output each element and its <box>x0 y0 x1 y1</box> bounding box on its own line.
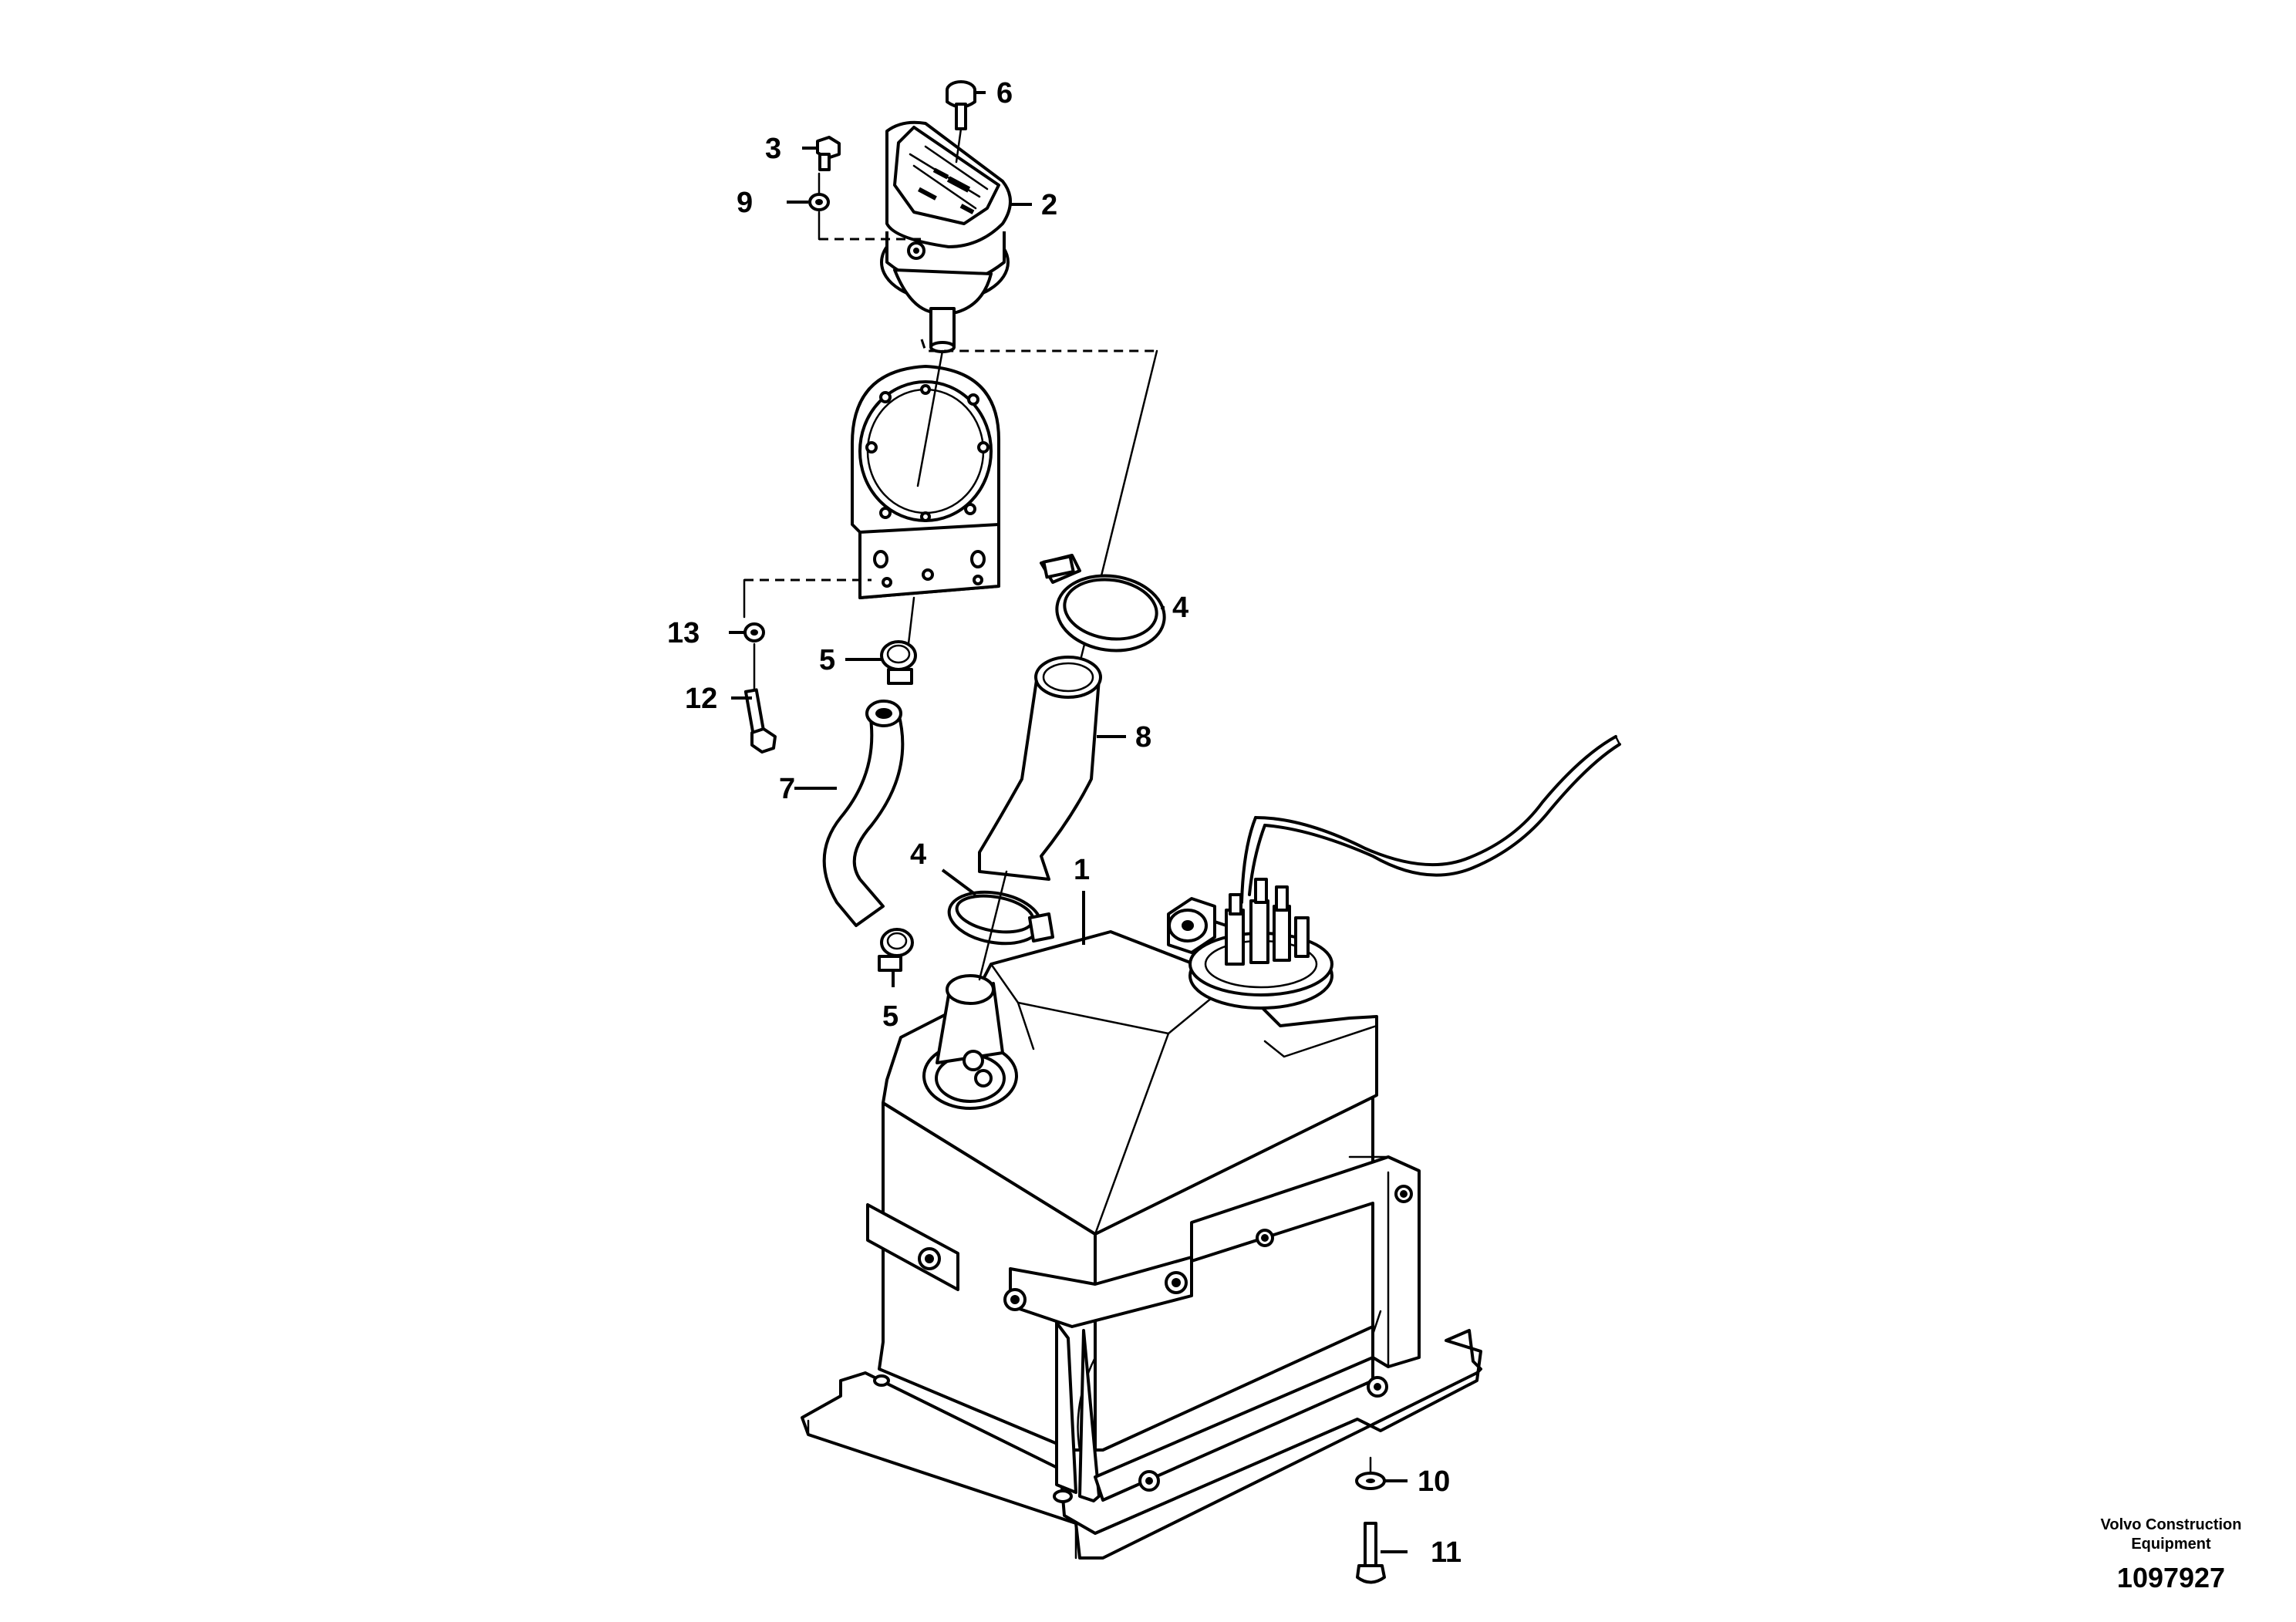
base-bolt <box>1356 1522 1386 1584</box>
callout-7: 7 <box>779 773 795 805</box>
breather-hose <box>822 700 905 927</box>
credit-company-line2: Equipment <box>2131 1536 2211 1553</box>
filler-cap <box>880 120 1012 353</box>
callout-11: 9 <box>737 187 753 219</box>
lower-large-clamp <box>947 890 1054 946</box>
callout-leaders <box>729 91 1408 1553</box>
drawing-credit: Volvo Construction Equipment 1097927 <box>2101 1516 2242 1593</box>
callout-13: 13 <box>667 617 700 649</box>
filler-neck <box>922 974 1018 1110</box>
front-mounting-strap <box>866 1203 1193 1502</box>
callout-4-lower: 4 <box>910 838 926 871</box>
callout-5-lower: 5 <box>882 1000 899 1033</box>
callout-8: 8 <box>1135 721 1151 754</box>
rear-bracket <box>1094 1155 1421 1502</box>
credit-company-line1: Volvo Construction <box>2101 1516 2242 1533</box>
upper-small-clamp <box>880 640 917 685</box>
small-washer <box>808 193 830 211</box>
callout-2: 2 <box>1041 189 1057 221</box>
small-bolt <box>816 136 841 171</box>
callout-10: 10 <box>1418 1465 1450 1498</box>
callout-12: 12 <box>685 683 717 715</box>
plate-bolt <box>743 688 777 754</box>
cap-mounting-plate <box>851 365 1000 599</box>
base-washer <box>1355 1472 1386 1490</box>
callout-9: 11 <box>1431 1536 1462 1569</box>
callout-6: 6 <box>996 77 1013 110</box>
callout-labels: 6 2 3 9 4 5 13 12 7 8 1 4 5 10 11 <box>667 77 1462 1569</box>
cap-screw <box>946 80 976 164</box>
callout-4-upper: 4 <box>1172 592 1188 624</box>
callout-3: 3 <box>765 133 781 165</box>
lower-small-clamp <box>878 928 914 972</box>
filler-hose <box>978 656 1102 881</box>
level-sender-unit <box>1167 735 1621 1010</box>
plate-washer <box>743 622 765 642</box>
callout-5-upper: 5 <box>819 644 835 676</box>
drawing-number: 1097927 <box>2117 1562 2225 1593</box>
callout-1: 1 <box>1074 854 1090 886</box>
upper-large-clamp <box>1040 554 1166 653</box>
